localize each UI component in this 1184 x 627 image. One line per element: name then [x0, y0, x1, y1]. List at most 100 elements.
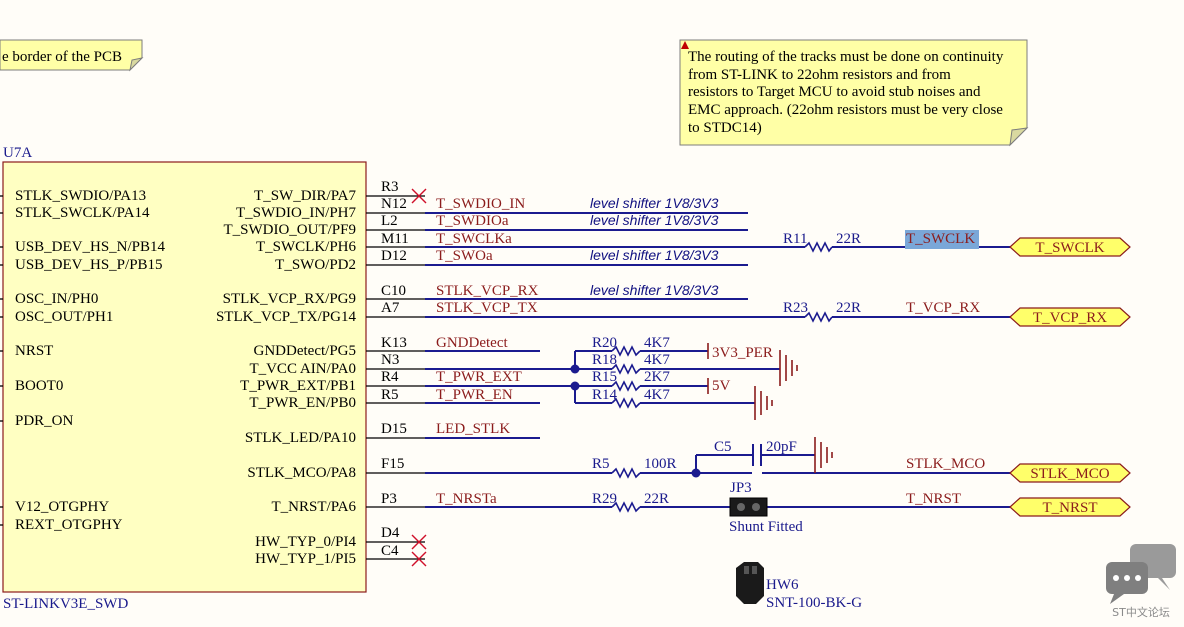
pin-right: STLK_MCO/PA8 [247, 465, 356, 481]
level-shifter-notes: level shifter 1V8/3V3 level shifter 1V8/… [590, 195, 719, 298]
port-t-nrst[interactable]: T_NRST [1009, 497, 1131, 517]
component-body[interactable] [2, 161, 367, 593]
pin-left: OSC_OUT/PH1 [15, 309, 113, 325]
resistor-ref[interactable]: R18 [592, 352, 617, 368]
jumper-ref: JP3 [730, 480, 752, 496]
ball-id: R3 [381, 179, 399, 195]
net-label[interactable]: T_NRSTa [436, 491, 497, 507]
shunt-hw6[interactable]: HW6 SNT-100-BK-G [736, 562, 862, 611]
ball-id: M11 [381, 231, 409, 247]
port-stlk-mco[interactable]: STLK_MCO [1009, 463, 1131, 483]
port-label: T_SWCLK [1035, 240, 1104, 256]
component-name: ST-LINKV3E_SWD [3, 596, 128, 612]
ball-id: D12 [381, 248, 407, 264]
pin-right: HW_TYP_0/PI4 [255, 534, 356, 550]
pin-right: STLK_VCP_RX/PG9 [223, 291, 356, 307]
pin-right: T_PWR_EXT/PB1 [240, 378, 356, 394]
resistor-ref[interactable]: R29 [592, 491, 617, 507]
note-right-line-5: to STDC14) [688, 120, 762, 136]
resistor-ref[interactable]: R20 [592, 335, 617, 351]
ball-id: D15 [381, 421, 407, 437]
component-ref: U7A [3, 145, 32, 161]
pin-right: HW_TYP_1/PI5 [255, 551, 356, 567]
net-label[interactable]: T_PWR_EN [436, 387, 513, 403]
pin-right: GNDDetect/PG5 [254, 343, 356, 359]
resistor-value: 100R [644, 456, 677, 472]
watermark-logo: ST中文论坛 [1106, 544, 1176, 619]
port-t-swclk[interactable]: T_SWCLK [1009, 237, 1131, 257]
pin-left: OSC_IN/PH0 [15, 291, 98, 307]
level-shifter-text: level shifter 1V8/3V3 [590, 247, 719, 263]
jumper-icon[interactable] [729, 497, 768, 517]
jumper-status: Shunt Fitted [729, 519, 803, 535]
net-label[interactable]: T_SWCLKa [436, 231, 512, 247]
pin-left: USB_DEV_HS_P/PB15 [15, 257, 163, 273]
net-label[interactable]: T_NRST [906, 491, 961, 507]
selection-highlight [905, 230, 979, 249]
ball-id: R4 [381, 369, 399, 385]
watermark-text: ST中文论坛 [1112, 605, 1170, 619]
resistor-ref[interactable]: R23 [783, 300, 808, 316]
resistor-value: 22R [644, 491, 669, 507]
component-u7a[interactable]: U7A ST-LINKV3E_SWD STLK_SWDIO/PA13 STLK_… [2, 145, 367, 612]
resistor-value: 4K7 [644, 352, 670, 368]
pin-left: V12_OTGPHY [15, 499, 109, 515]
ground-icon [754, 350, 833, 473]
net-labels: T_SWDIO_IN T_SWDIOa T_SWCLKa T_SWOa STLK… [436, 196, 985, 507]
net-label[interactable]: STLK_VCP_TX [436, 300, 538, 316]
note-right-line-4: EMC approach. (22ohm resistors must be v… [688, 102, 1003, 118]
net-label[interactable]: STLK_MCO [906, 456, 985, 472]
resistor-ref[interactable]: R15 [592, 369, 617, 385]
port-label: T_VCP_RX [1033, 310, 1107, 326]
note-right-line-1: The routing of the tracks must be done o… [688, 49, 1004, 65]
net-label[interactable]: LED_STLK [436, 421, 510, 437]
note-left-text: e border of the PCB [2, 49, 122, 65]
pin-right: T_NRST/PA6 [272, 499, 357, 515]
resistor-ref[interactable]: R5 [592, 456, 610, 472]
net-label[interactable]: T_PWR_EXT [436, 369, 522, 385]
resistor-value: 4K7 [644, 387, 670, 403]
power-label: 3V3_PER [712, 345, 773, 361]
shunt-ref: HW6 [766, 577, 799, 593]
note-right: The routing of the tracks must be done o… [679, 39, 1029, 147]
pin-right: T_SWO/PD2 [275, 257, 356, 273]
port-label: T_NRST [1042, 500, 1097, 516]
resistor-value: 2K7 [644, 369, 670, 385]
net-label-selected[interactable]: T_SWCLK [906, 231, 975, 247]
ball-id: K13 [381, 335, 407, 351]
net-label[interactable]: T_SWOa [436, 248, 493, 264]
component-labels: R11 22R R23 22R R20 4K7 R18 4K7 R15 2K7 … [592, 231, 861, 507]
pin-right: T_PWR_EN/PB0 [249, 395, 356, 411]
jumper-jp3[interactable]: JP3 Shunt Fitted [729, 480, 803, 535]
pin-left: STLK_SWDIO/PA13 [15, 188, 146, 204]
ball-id: D4 [381, 525, 400, 541]
level-shifter-text: level shifter 1V8/3V3 [590, 195, 719, 211]
resistor-symbols [611, 241, 833, 513]
ball-id: R5 [381, 387, 399, 403]
pin-right: T_SW_DIR/PA7 [254, 188, 356, 204]
net-label[interactable]: T_SWDIOa [436, 213, 509, 229]
net-label[interactable]: T_SWDIO_IN [436, 196, 525, 212]
level-shifter-text: level shifter 1V8/3V3 [590, 212, 719, 228]
port-t-vcp-rx[interactable]: T_VCP_RX [1009, 307, 1131, 327]
net-label[interactable]: T_VCP_RX [906, 300, 980, 316]
resistor-ref[interactable]: R14 [592, 387, 618, 403]
ball-id: N12 [381, 196, 407, 212]
no-connect-icon [411, 188, 427, 567]
net-label[interactable]: GNDDetect [436, 335, 508, 351]
resistor-ref[interactable]: R11 [783, 231, 807, 247]
port-connectors: T_SWCLK T_VCP_RX STLK_MCO T_NRST [1009, 237, 1131, 517]
capacitor-ref[interactable]: C5 [714, 439, 732, 455]
net-label[interactable]: STLK_VCP_RX [436, 283, 539, 299]
pin-left: REXT_OTGPHY [15, 517, 123, 533]
note-left: e border of the PCB [0, 39, 144, 72]
ball-id: C4 [381, 543, 399, 559]
shunt-part: SNT-100-BK-G [766, 595, 862, 611]
resistor-value: 22R [836, 231, 861, 247]
note-right-line-3: resistors to Target MCU to avoid stub no… [688, 84, 981, 100]
shunt-icon[interactable] [736, 562, 764, 604]
ball-id: A7 [381, 300, 400, 316]
ball-ids: R3 N12 L2 M11 D12 C10 A7 K13 N3 R4 R5 D1… [381, 179, 409, 559]
left-pin-stubs [0, 195, 3, 526]
pin-right: STLK_VCP_TX/PG14 [216, 309, 357, 325]
